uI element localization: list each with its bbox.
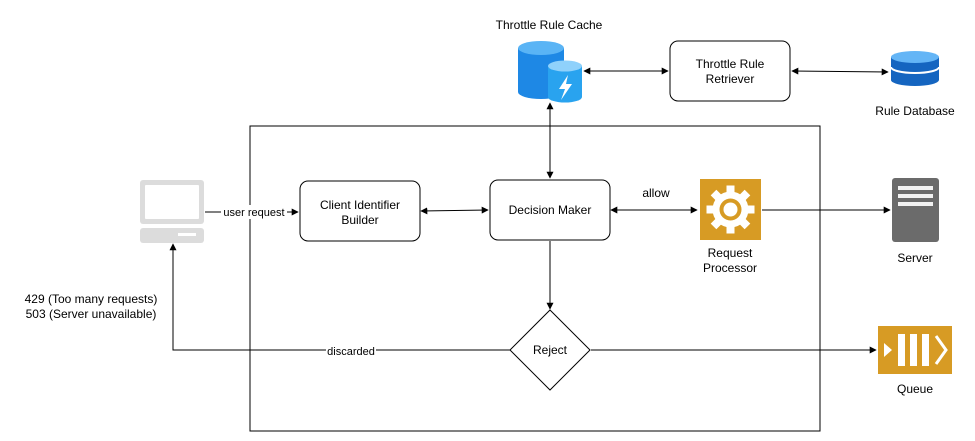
client-identifier-builder-line2: Builder [341, 213, 378, 227]
reject-diamond [509, 309, 591, 391]
database-icon [890, 51, 940, 86]
edge-retriever-database [791, 67, 889, 76]
throttle-rule-cache-label: Throttle Rule Cache [496, 18, 603, 32]
client-identifier-builder-box [299, 180, 421, 242]
edge-user-request-label: user request [223, 207, 284, 219]
laptop-icon [140, 180, 204, 243]
edge-builder-decision [420, 206, 489, 215]
throttle-rule-retriever-line2: Retriever [706, 72, 755, 86]
decision-maker-label: Decision Maker [509, 203, 592, 217]
rate-limiter-boundary [249, 125, 821, 432]
request-processor-line1: Request [708, 246, 753, 260]
client-identifier-builder-line1: Client Identifier [320, 198, 400, 212]
cache-icon [518, 41, 582, 103]
throttle-rule-retriever-box [669, 40, 791, 102]
edge-discarded-label-bg [326, 344, 376, 357]
server-label: Server [897, 251, 932, 265]
client-error-line2: 503 (Server unavailable) [26, 307, 157, 321]
reject-label: Reject [533, 343, 568, 357]
throttle-rule-retriever-line1: Throttle Rule [696, 57, 765, 71]
rule-database-label: Rule Database [875, 104, 955, 118]
edge-discarded-label: discarded [327, 346, 375, 358]
decision-maker-box [489, 179, 611, 241]
gear-icon [700, 179, 761, 240]
client-error-line1: 429 (Too many requests) [25, 292, 158, 306]
queue-label: Queue [897, 382, 933, 396]
queue-icon [878, 326, 952, 374]
edge-user-request-label-bg [221, 205, 287, 219]
server-icon [892, 178, 939, 242]
edge-reject-client [169, 243, 510, 351]
request-processor-line2: Processor [703, 261, 757, 275]
edge-allow-label: allow [642, 186, 670, 200]
